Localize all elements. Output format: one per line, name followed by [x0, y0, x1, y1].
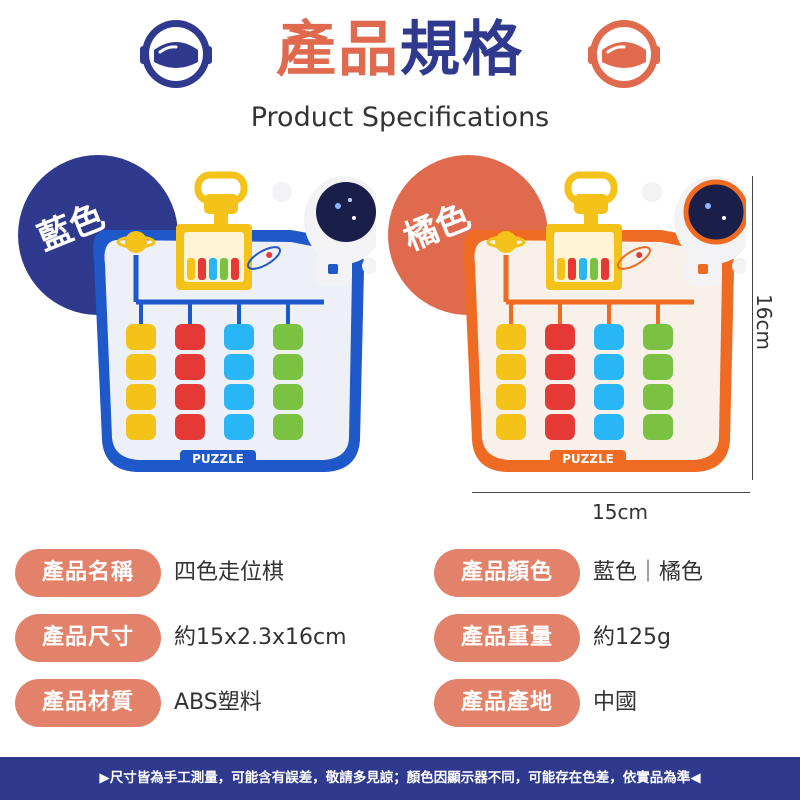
spec-value-origin: 中國: [593, 690, 638, 715]
height-dimension-line: [752, 176, 753, 480]
puzzle-toy-blue: [93, 171, 376, 472]
spec-value-name: 四色走位棋: [174, 560, 285, 585]
spec-value-color: 藍色｜橘色: [593, 560, 704, 585]
astronaut-helmet-icon: [588, 20, 660, 88]
spec-value-weight: 約125g: [593, 625, 671, 650]
spec-value-size: 約15x2.3x16cm: [174, 625, 347, 650]
page-title: 產品規格: [0, 8, 800, 92]
spec-value-material: ABS塑料: [174, 690, 262, 715]
spec-label-origin: 產品產地: [434, 679, 580, 727]
spec-label-size: 產品尺寸: [15, 614, 161, 662]
spec-label-weight: 產品重量: [434, 614, 580, 662]
page-subtitle: Product Specifications: [250, 102, 550, 133]
spec-label-name: 產品名稱: [15, 549, 161, 597]
width-dimension-line: [472, 492, 750, 493]
puzzle-toy-orange: [463, 171, 746, 472]
play-left-icon: ◀: [690, 770, 701, 786]
page-title-part1: 產品: [276, 15, 400, 85]
footer-disclaimer: ▶尺寸皆為手工測量，可能含有誤差，敬請多見諒；顏色因顯示器不同，可能存在色差，依…: [0, 757, 800, 800]
height-dimension-label: 16cm: [752, 294, 776, 350]
puzzle-label-blue: PUZZLE: [192, 452, 244, 466]
footer-text: 尺寸皆為手工測量，可能含有誤差，敬請多見諒；顏色因顯示器不同，可能存在色差，依實…: [109, 770, 691, 786]
width-dimension-label: 15cm: [592, 500, 648, 524]
page-title-part2: 規格: [400, 15, 524, 85]
puzzle-label-orange: PUZZLE: [562, 452, 614, 466]
play-right-icon: ▶: [99, 770, 110, 786]
spec-label-color: 產品顏色: [434, 549, 580, 597]
spec-label-material: 產品材質: [15, 679, 161, 727]
astronaut-helmet-icon: [140, 20, 212, 88]
